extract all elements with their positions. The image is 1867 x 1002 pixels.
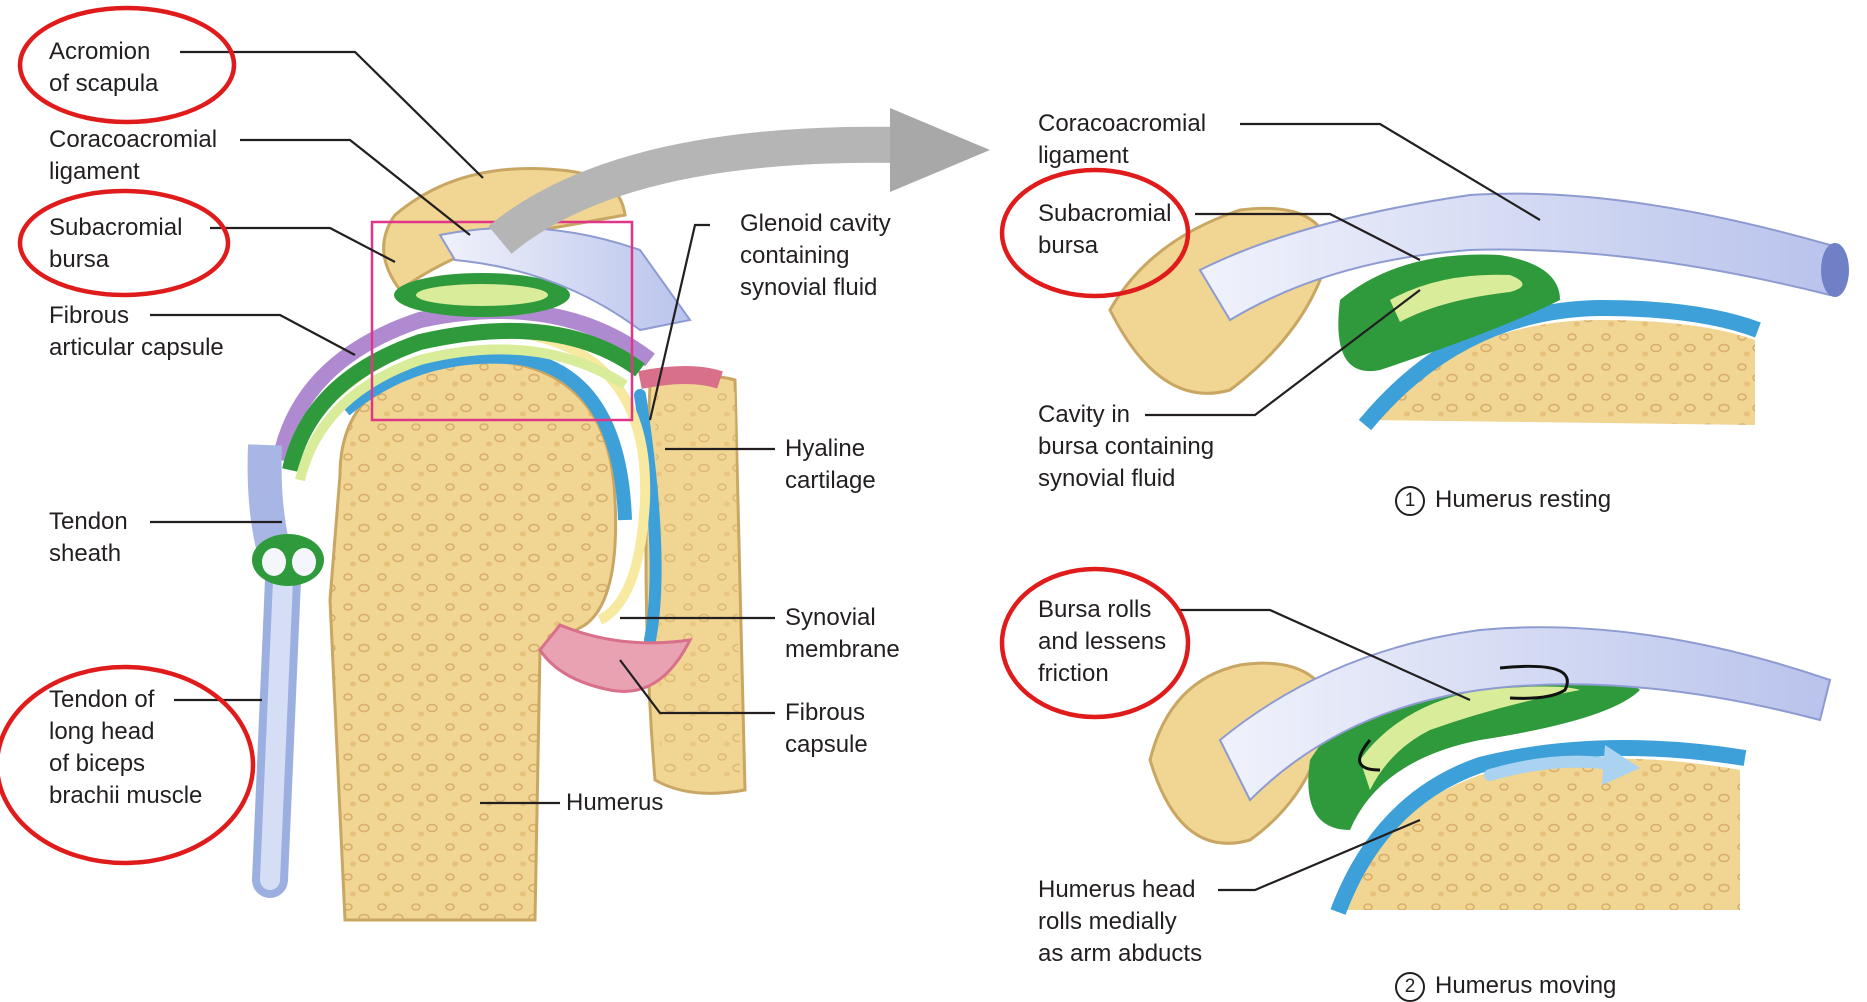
label-subacromial-bursa-left: Subacromial bursa [49,212,182,276]
step-1-text: Humerus resting [1435,486,1611,513]
label-humerus: Humerus [566,787,663,819]
right-top-illustration [1110,194,1849,425]
label-coracoacromial-ligament-left: Coracoacromial ligament [49,124,217,188]
label-glenoid-cavity: Glenoid cavity containing synovial fluid [740,208,891,304]
step-2-caption: 2 Humerus moving [1395,938,1616,1002]
label-acromion: Acromion of scapula [49,36,158,100]
step-2-number: 2 [1395,972,1425,1002]
label-fibrous-articular-capsule: Fibrous articular capsule [49,300,224,364]
label-synovial-membrane: Synovial membrane [785,602,900,666]
label-bursa-rolls: Bursa rolls and lessens friction [1038,594,1166,690]
humerus-head-bottom [1340,759,1740,910]
label-tendon-sheath: Tendon sheath [49,506,128,570]
right-bottom-illustration [1150,627,1830,912]
label-hyaline-cartilage: Hyaline cartilage [785,433,876,497]
label-tendon-biceps: Tendon of long head of biceps brachii mu… [49,684,202,812]
label-coracoacromial-ligament-right: Coracoacromial ligament [1038,108,1206,172]
step-1-caption: 1 Humerus resting [1395,452,1611,516]
step-1-number: 1 [1395,486,1425,516]
label-humerus-head-rolls: Humerus head rolls medially as arm abduc… [1038,874,1202,970]
label-cavity-in-bursa: Cavity in bursa containing synovial flui… [1038,399,1214,495]
label-subacromial-bursa-right: Subacromial bursa [1038,198,1171,262]
label-fibrous-capsule: Fibrous capsule [785,697,868,761]
step-2-text: Humerus moving [1435,972,1616,999]
